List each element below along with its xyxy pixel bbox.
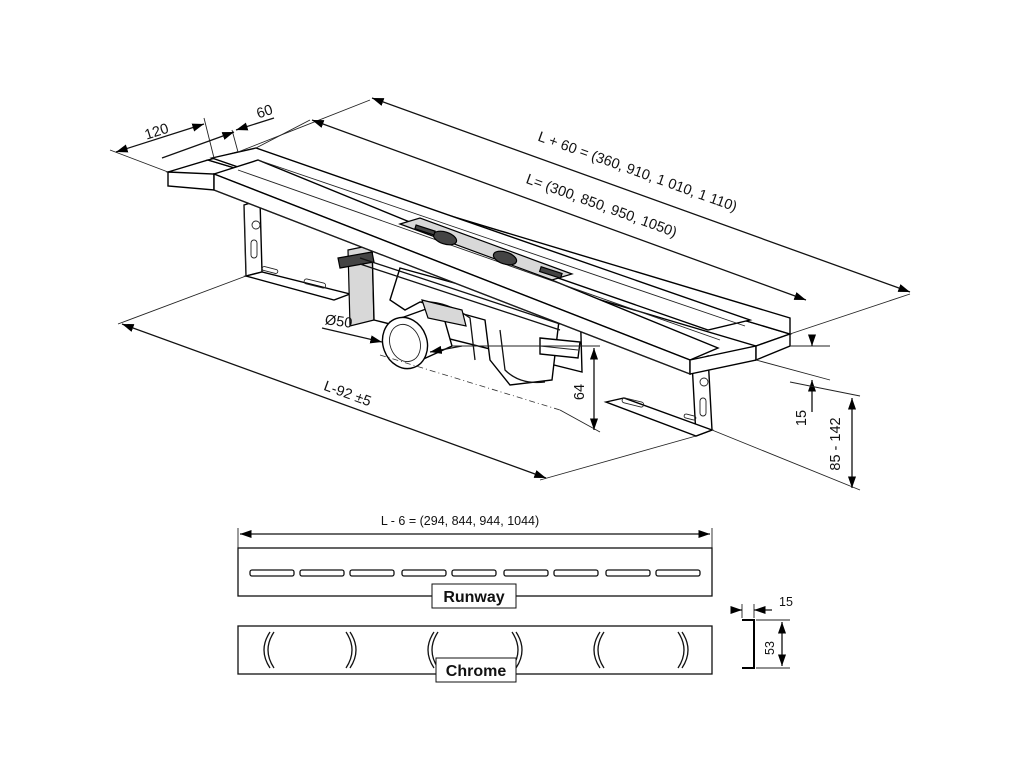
chrome-label-box xyxy=(435,657,517,683)
dimension-rim-height: 15 xyxy=(755,334,831,426)
grate-detail-views: L - 6 = (294, 844, 944, 1044) Runway xyxy=(237,514,793,683)
dimension-width-120: 120 xyxy=(109,117,215,173)
chrome-grate: Chrome xyxy=(237,625,713,683)
runway-slots xyxy=(249,569,701,577)
dimension-label-120: 120 xyxy=(143,121,171,144)
chrome-label: Chrome xyxy=(446,663,507,680)
dimension-label-profile-width: 15 xyxy=(779,595,793,609)
dimension-label-length-total: L + 60 = (360, 910, 1 010, 1 110) xyxy=(536,129,739,215)
dimension-label-64: 64 xyxy=(572,384,588,400)
dimension-grate-length: L - 6 = (294, 844, 944, 1044) xyxy=(237,514,713,548)
dimension-flange-60: 60 xyxy=(161,102,275,159)
dimension-label-profile-height: 53 xyxy=(763,641,777,655)
drain-isometric-view: 120 60 L + 60 = (360, 910, 1 010, 1 110)… xyxy=(109,97,911,491)
dimension-label-grate-length: L - 6 = (294, 844, 944, 1044) xyxy=(381,514,539,528)
dimension-install-height: 85 - 142 xyxy=(711,381,861,491)
runway-label-box xyxy=(431,583,517,609)
dimension-label-60: 60 xyxy=(255,102,275,122)
dimension-label-85-142: 85 - 142 xyxy=(828,417,844,470)
runway-label: Runway xyxy=(443,589,504,606)
grate-profile-section: 15 53 xyxy=(730,595,793,669)
dimension-label-15: 15 xyxy=(794,410,810,426)
dimension-outlet-height: 64 xyxy=(452,345,601,433)
runway-grate: Runway xyxy=(237,547,713,609)
